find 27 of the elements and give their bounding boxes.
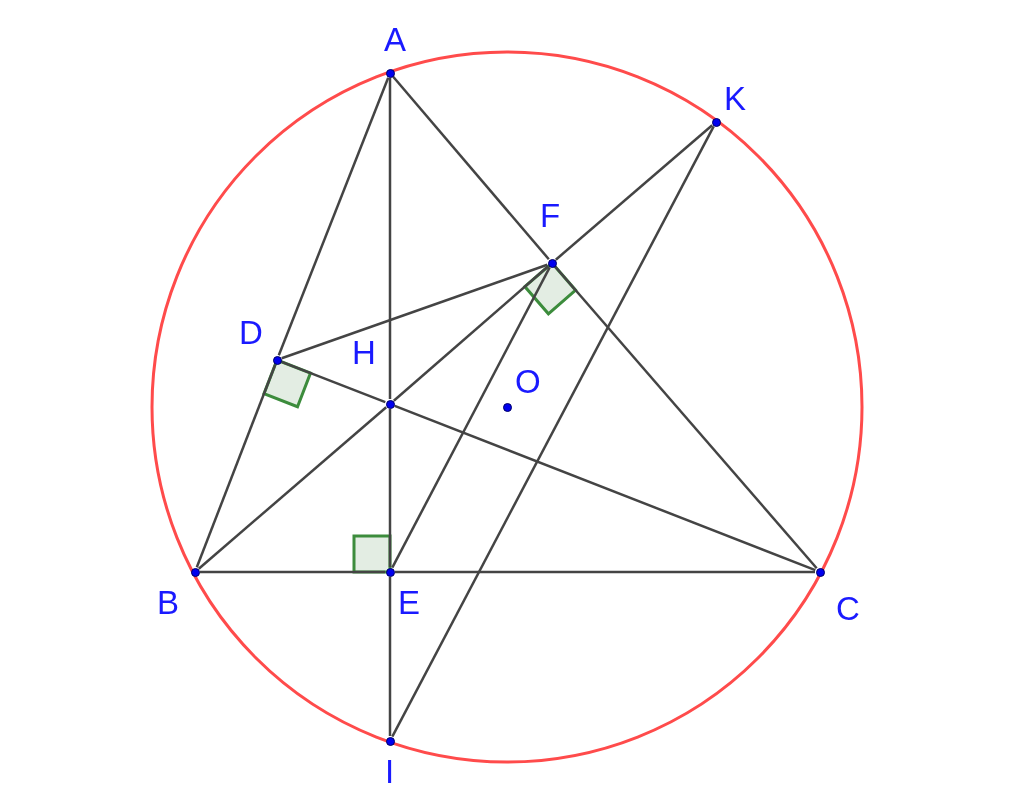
line-segment (395, 570, 815, 574)
line-segment (200, 570, 385, 574)
line-segment (391, 266, 551, 569)
point-label: I (385, 755, 395, 788)
line-segment (388, 577, 392, 736)
line-segment (281, 263, 548, 360)
line-segment (388, 78, 392, 399)
point-label: B (157, 586, 179, 619)
line-segment (391, 125, 715, 738)
point-label: K (724, 82, 746, 115)
line-segment (555, 124, 713, 261)
line-segment (392, 265, 550, 402)
line-segment (388, 409, 392, 567)
point-label: E (398, 586, 420, 619)
point-label: C (836, 592, 860, 625)
line-segment (195, 364, 277, 568)
line-segment (394, 404, 816, 572)
line-segment (198, 406, 387, 570)
line-segment (554, 266, 818, 569)
point-label: F (540, 199, 561, 232)
point-label: D (239, 316, 263, 349)
line-segment (281, 360, 386, 404)
point-label: O (515, 365, 541, 398)
line-segment (277, 77, 390, 356)
point-label: H (352, 336, 376, 369)
line-segment (392, 76, 550, 260)
point-label: A (384, 23, 406, 56)
